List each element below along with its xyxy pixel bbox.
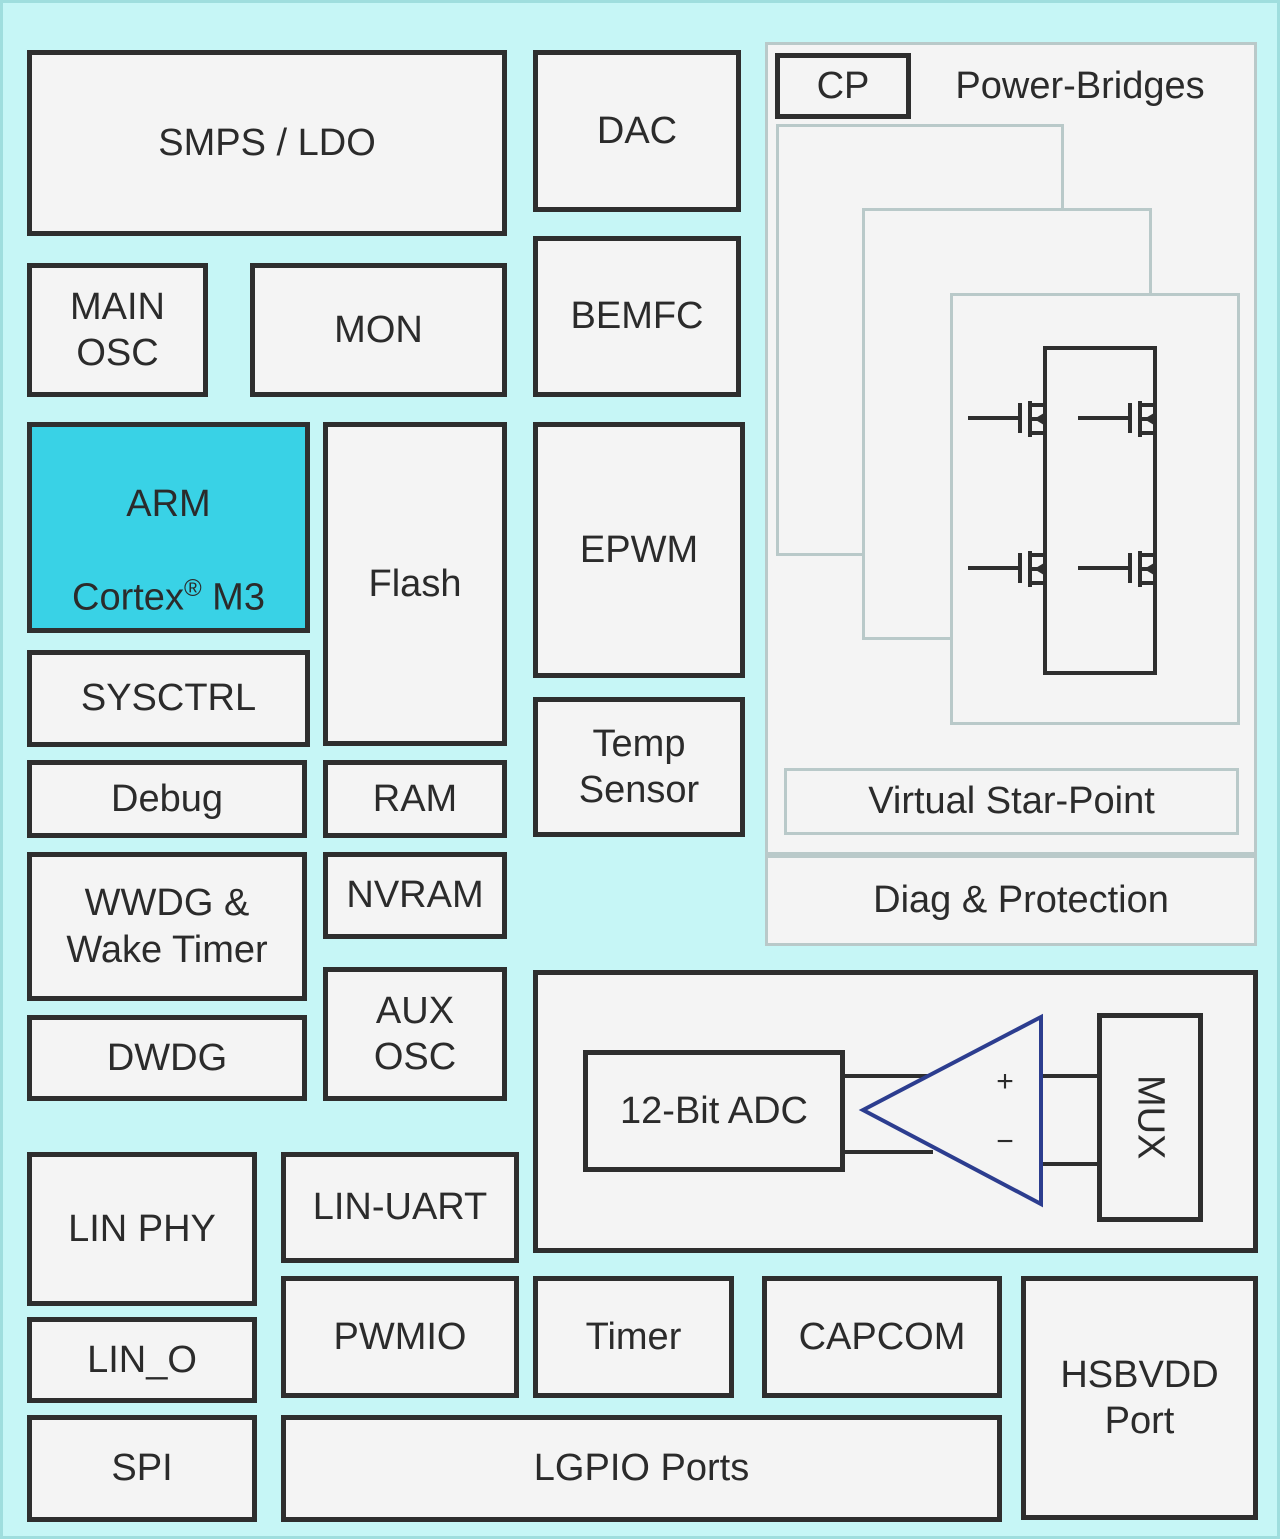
debug-block: Debug (27, 760, 307, 838)
ram-block: RAM (323, 760, 507, 838)
diag-protection-panel (765, 855, 1257, 946)
bridge-stack-front (950, 293, 1240, 725)
mux-block: MUX (1097, 1013, 1203, 1222)
wwdg-wake-timer-block: WWDG & Wake Timer (27, 852, 307, 1001)
amp-plus-sign: + (996, 1065, 1014, 1098)
main-osc-block: MAIN OSC (27, 263, 208, 397)
mon-block: MON (250, 263, 507, 397)
diag-protection-label: Diag & Protection (873, 879, 1169, 921)
flash-block: Flash (323, 422, 507, 746)
amp-minus-sign: − (996, 1125, 1014, 1158)
lgpio-ports-block: LGPIO Ports (281, 1415, 1002, 1522)
aux-osc-block: AUX OSC (323, 967, 507, 1101)
sysctrl-block: SYSCTRL (27, 650, 310, 747)
dac-block: DAC (533, 50, 741, 212)
nvram-block: NVRAM (323, 852, 507, 939)
lin-phy-block: LIN PHY (27, 1152, 257, 1306)
hsbvdd-port-block: HSBVDD Port (1021, 1276, 1258, 1520)
smps-ldo-block: SMPS / LDO (27, 50, 507, 236)
mosfet-low-right (1078, 551, 1155, 587)
adc-12bit-block: 12-Bit ADC (583, 1050, 845, 1172)
mosfet-high-right (1078, 401, 1155, 437)
spi-block: SPI (27, 1415, 257, 1522)
comparator-amplifier (843, 1013, 1099, 1208)
arm-label-line1: ARM (126, 482, 211, 525)
cp-block: CP (775, 53, 911, 119)
arm-label-line2: Cortex (72, 576, 184, 619)
mux-label: MUX (1129, 1075, 1172, 1160)
virtual-star-point-label: Virtual Star-Point (868, 780, 1155, 822)
lin-o-block: LIN_O (27, 1317, 257, 1403)
arm-label-line2-suffix: M3 (201, 576, 265, 619)
lin-uart-block: LIN-UART (281, 1152, 519, 1263)
timer-block: Timer (533, 1276, 734, 1398)
bemfc-block: BEMFC (533, 236, 741, 397)
h-bridge-schematic (968, 346, 1157, 675)
temp-sensor-block: Temp Sensor (533, 697, 745, 837)
registered-mark: ® (183, 574, 202, 602)
mosfet-high-left (968, 401, 1045, 437)
pwmio-block: PWMIO (281, 1276, 519, 1398)
arm-cortex-m3-block: ARM Cortex® M3 (27, 422, 310, 633)
virtual-star-point-box (784, 768, 1239, 835)
power-bridges-title: Power-Bridges (955, 64, 1205, 107)
dwdg-block: DWDG (27, 1015, 307, 1101)
mosfet-low-left (968, 551, 1045, 587)
epwm-block: EPWM (533, 422, 745, 678)
capcom-block: CAPCOM (762, 1276, 1002, 1398)
